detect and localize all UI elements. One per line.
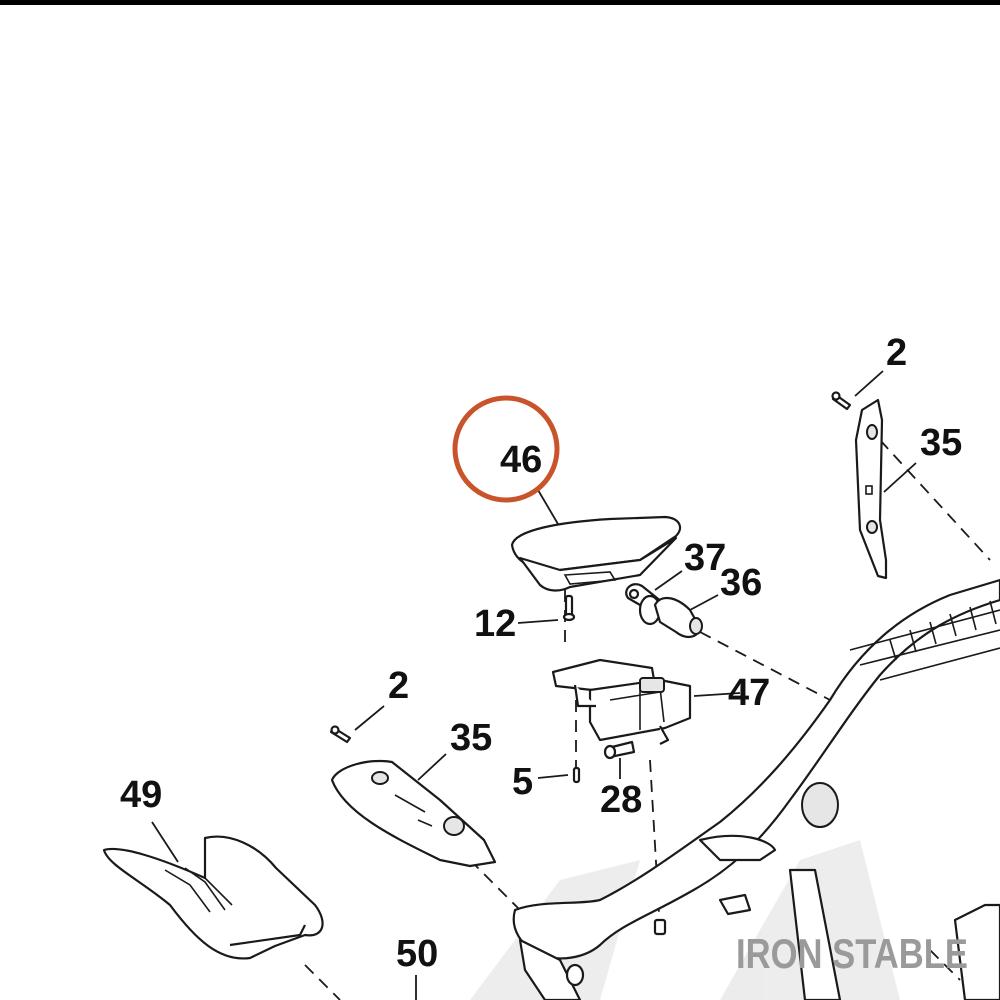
callout-50[interactable]: 50 [396,933,438,975]
callout-36[interactable]: 36 [720,562,762,604]
callout-35-mid[interactable]: 35 [450,717,492,759]
part-35-bracket-top[interactable] [854,398,888,580]
part-46-cover[interactable] [510,515,682,592]
part-35-cover-mid[interactable] [330,759,497,868]
callout-37[interactable]: 37 [684,537,726,579]
part-12-screw[interactable] [562,594,576,622]
part-49-lower-cover[interactable] [102,835,324,960]
part-36-lock[interactable] [653,597,703,638]
part-2-screw-mid[interactable] [329,725,352,744]
part-47-latch[interactable] [551,658,692,745]
callout-46[interactable]: 46 [500,439,542,481]
top-border [0,0,1000,5]
callout-35-top[interactable]: 35 [920,422,962,464]
part-37-bracket[interactable] [625,583,664,626]
callout-2-top[interactable]: 2 [886,332,907,374]
part-5-screw[interactable] [572,766,581,784]
watermark-text: IRON STABLE [736,930,968,977]
part-28-bolt[interactable] [603,740,636,760]
callout-labels: 46 2 35 37 36 12 47 2 35 5 28 49 50 [120,332,962,975]
callout-49[interactable]: 49 [120,774,162,816]
callout-2-mid[interactable]: 2 [388,665,409,707]
callout-28[interactable]: 28 [600,779,642,821]
callout-12[interactable]: 12 [474,603,516,645]
part-2-screw-top[interactable] [831,391,852,411]
fairing-frame [512,578,1000,1000]
highlight-ring [452,395,560,503]
callout-47[interactable]: 47 [728,672,770,714]
leader-lines [151,370,917,1000]
callout-5[interactable]: 5 [512,761,533,803]
